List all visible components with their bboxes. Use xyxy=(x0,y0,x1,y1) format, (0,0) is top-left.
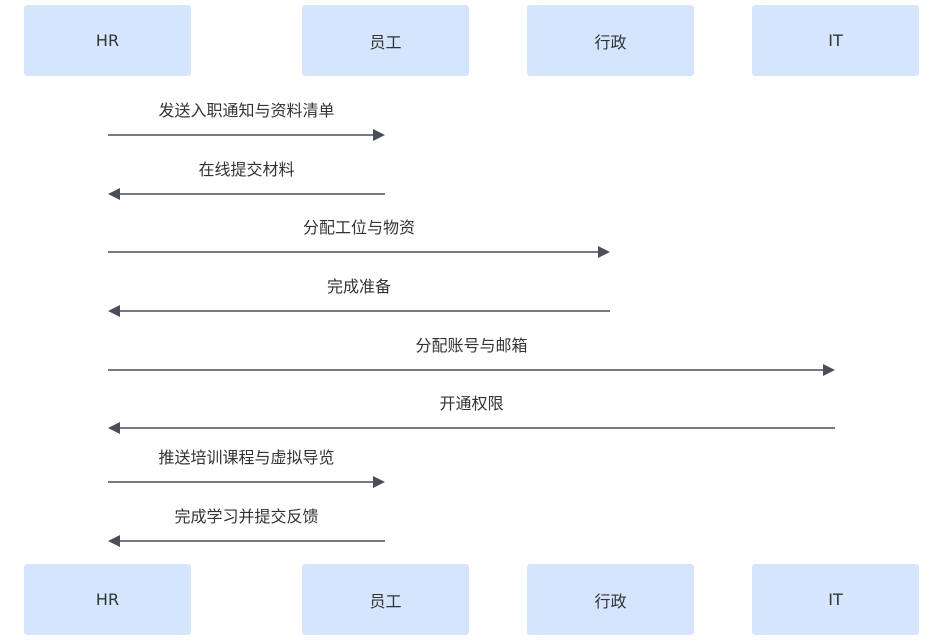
message-label: 完成准备 xyxy=(326,277,392,296)
arrowhead-icon xyxy=(823,364,835,376)
participant-hr-bottom: HR xyxy=(24,564,191,635)
arrowhead-icon xyxy=(108,188,120,200)
message-label: 完成学习并提交反馈 xyxy=(174,507,319,526)
arrowhead-icon xyxy=(598,246,610,258)
arrowhead-icon xyxy=(373,476,385,488)
participant-label: 员工 xyxy=(369,591,402,611)
message-label: 分配账号与邮箱 xyxy=(415,336,528,355)
message-label: 分配工位与物资 xyxy=(302,218,416,237)
message-label: 在线提交材料 xyxy=(198,160,295,179)
participant-employee-top: 员工 xyxy=(302,5,469,76)
arrowhead-icon xyxy=(373,129,385,141)
arrowhead-icon xyxy=(108,422,120,434)
participant-employee-bottom: 员工 xyxy=(302,564,469,635)
participant-label: 行政 xyxy=(594,591,627,611)
participant-label: HR xyxy=(95,31,120,50)
participant-label: IT xyxy=(828,31,843,50)
participant-admin-top: 行政 xyxy=(527,5,694,76)
message-label: 发送入职通知与资料清单 xyxy=(158,101,335,120)
participant-admin-bottom: 行政 xyxy=(527,564,694,635)
participant-label: 行政 xyxy=(594,32,627,52)
arrowhead-icon xyxy=(108,535,120,547)
participant-hr-top: HR xyxy=(24,5,191,76)
participant-it-top: IT xyxy=(752,5,919,76)
participant-label: HR xyxy=(95,590,120,609)
message-label: 开通权限 xyxy=(439,394,504,413)
participant-it-bottom: IT xyxy=(752,564,919,635)
message-label: 推送培训课程与虚拟导览 xyxy=(158,448,335,467)
participant-label: IT xyxy=(828,590,843,609)
participant-label: 员工 xyxy=(369,32,402,52)
arrowhead-icon xyxy=(108,305,120,317)
